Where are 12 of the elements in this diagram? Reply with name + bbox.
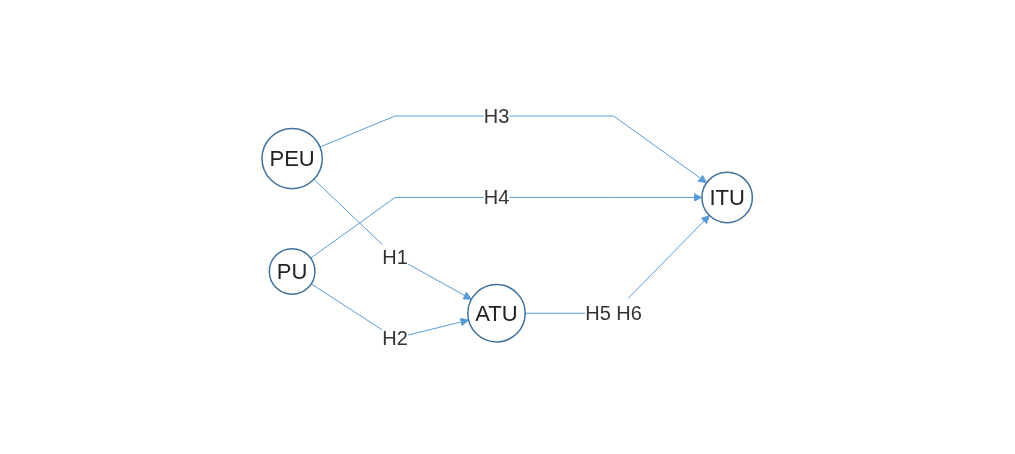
node-circle: PEU <box>261 127 324 190</box>
node-circle: ATU <box>467 283 527 343</box>
edge-label: H1 <box>382 245 409 268</box>
edge-label: H5 H6 <box>585 302 643 325</box>
arrow <box>319 115 708 184</box>
arrow <box>313 178 473 300</box>
node-circle: ITU <box>701 171 754 224</box>
edge-label: H2 <box>382 327 409 350</box>
arrow <box>310 192 703 259</box>
edge-label: H4 <box>484 186 510 209</box>
edge-label: H3 <box>484 104 510 127</box>
node-circle: PU <box>268 247 316 295</box>
